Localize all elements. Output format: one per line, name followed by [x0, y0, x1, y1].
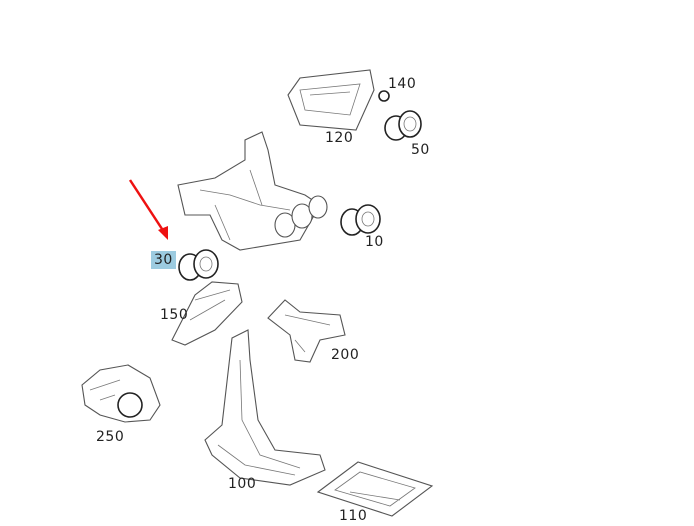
part-label-100[interactable]: 100 — [228, 476, 257, 492]
part-label-30-highlighted[interactable]: 30 — [151, 251, 176, 269]
part-label-150[interactable]: 150 — [160, 307, 189, 323]
center-duct-manifold-drawing — [177, 131, 328, 251]
part-label-250[interactable]: 250 — [96, 429, 125, 445]
part-140-drawing[interactable] — [378, 90, 390, 102]
part-110-drawing[interactable] — [316, 461, 434, 517]
red-arrow-indicator — [128, 179, 168, 240]
part-120-drawing[interactable] — [287, 69, 375, 131]
part-200-drawing[interactable] — [267, 299, 346, 363]
part-label-50[interactable]: 50 — [411, 142, 430, 158]
part-150-drawing[interactable] — [171, 281, 243, 346]
part-label-200[interactable]: 200 — [331, 347, 360, 363]
part-10-drawing[interactable] — [340, 204, 381, 236]
part-label-120[interactable]: 120 — [325, 130, 354, 146]
part-label-110[interactable]: 110 — [339, 508, 368, 524]
part-100-drawing[interactable] — [204, 329, 326, 486]
part-label-140[interactable]: 140 — [388, 76, 417, 92]
part-50-drawing[interactable] — [384, 110, 422, 141]
part-250-drawing[interactable] — [81, 364, 161, 423]
part-label-10[interactable]: 10 — [365, 234, 384, 250]
part-30-drawing[interactable] — [178, 249, 219, 281]
